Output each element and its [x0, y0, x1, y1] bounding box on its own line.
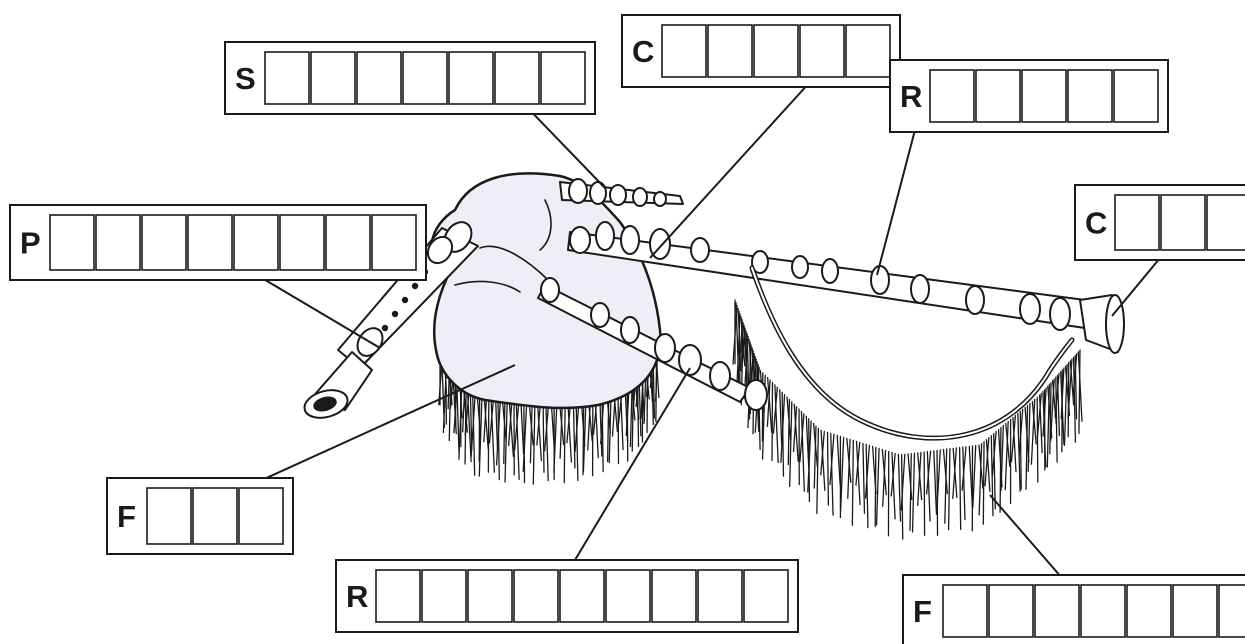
label-blowpipe: S: [225, 42, 595, 114]
answer-blank-box[interactable]: [280, 215, 324, 270]
answer-blank-box[interactable]: [147, 488, 191, 544]
answer-blank-box[interactable]: [989, 585, 1033, 637]
blowpipe-illustration: [560, 179, 683, 206]
label-letter: R: [900, 79, 922, 114]
answer-blank-box[interactable]: [1035, 585, 1079, 637]
answer-blank-box[interactable]: [1127, 585, 1171, 637]
answer-blank-box[interactable]: [698, 570, 742, 622]
answer-blank-box[interactable]: [50, 215, 94, 270]
answer-blank-box[interactable]: [403, 52, 447, 104]
label-letter: C: [632, 34, 654, 69]
answer-blank-box[interactable]: [541, 52, 585, 104]
answer-blank-box[interactable]: [376, 570, 420, 622]
answer-blank-box[interactable]: [239, 488, 283, 544]
answer-blank-box[interactable]: [234, 215, 278, 270]
answer-blank-box[interactable]: [1115, 195, 1159, 250]
answer-blank-box[interactable]: [142, 215, 186, 270]
label-letter: C: [1085, 206, 1107, 241]
label-letter: F: [117, 499, 136, 534]
answer-blank-box[interactable]: [326, 215, 370, 270]
answer-blank-box[interactable]: [1161, 195, 1205, 250]
answer-blank-box[interactable]: [976, 70, 1020, 122]
answer-blank-box[interactable]: [1207, 195, 1245, 250]
answer-blank-box[interactable]: [1022, 70, 1066, 122]
answer-blank-box[interactable]: [1081, 585, 1125, 637]
answer-blank-box[interactable]: [943, 585, 987, 637]
answer-blank-box[interactable]: [560, 570, 604, 622]
label-chanter: P: [10, 205, 426, 280]
cord-fringe-illustration: [733, 300, 1082, 539]
label-drone-top: C: [1075, 185, 1245, 260]
leader-tenor-drone: [650, 82, 810, 258]
label-letter: P: [20, 226, 41, 261]
answer-blank-box[interactable]: [1068, 70, 1112, 122]
answer-blank-box[interactable]: [662, 25, 706, 77]
answer-blank-box[interactable]: [606, 570, 650, 622]
answer-blank-box[interactable]: [357, 52, 401, 104]
answer-blank-box[interactable]: [449, 52, 493, 104]
label-tenor-drone: C: [622, 15, 900, 87]
label-bass-drone: R: [890, 60, 1168, 132]
answer-blank-box[interactable]: [188, 215, 232, 270]
answer-blank-box[interactable]: [708, 25, 752, 77]
answer-blank-box[interactable]: [744, 570, 788, 622]
leader-cord-fringe: [990, 495, 1062, 578]
answer-blank-box[interactable]: [800, 25, 844, 77]
answer-blank-box[interactable]: [1219, 585, 1245, 637]
answer-blank-box[interactable]: [193, 488, 237, 544]
label-letter: S: [235, 61, 256, 96]
answer-blank-box[interactable]: [846, 25, 890, 77]
answer-blank-box[interactable]: [372, 215, 416, 270]
answer-blank-box[interactable]: [96, 215, 140, 270]
label-letter: R: [346, 579, 368, 614]
answer-blank-box[interactable]: [514, 570, 558, 622]
answer-blank-box[interactable]: [1114, 70, 1158, 122]
label-bag-fringe: F: [107, 478, 293, 554]
label-cord-fringe: F: [903, 575, 1245, 644]
answer-blank-box[interactable]: [930, 70, 974, 122]
leader-drone-top: [1112, 258, 1160, 316]
answer-blank-box[interactable]: [754, 25, 798, 77]
answer-blank-box[interactable]: [265, 52, 309, 104]
answer-blank-box[interactable]: [652, 570, 696, 622]
leader-bass-drone: [877, 130, 915, 275]
answer-blank-box[interactable]: [1173, 585, 1217, 637]
answer-blank-box[interactable]: [422, 570, 466, 622]
label-letter: F: [913, 594, 932, 629]
answer-blank-box[interactable]: [311, 52, 355, 104]
answer-blank-box[interactable]: [468, 570, 512, 622]
answer-blank-box[interactable]: [495, 52, 539, 104]
label-middle-drone: R: [336, 560, 798, 632]
